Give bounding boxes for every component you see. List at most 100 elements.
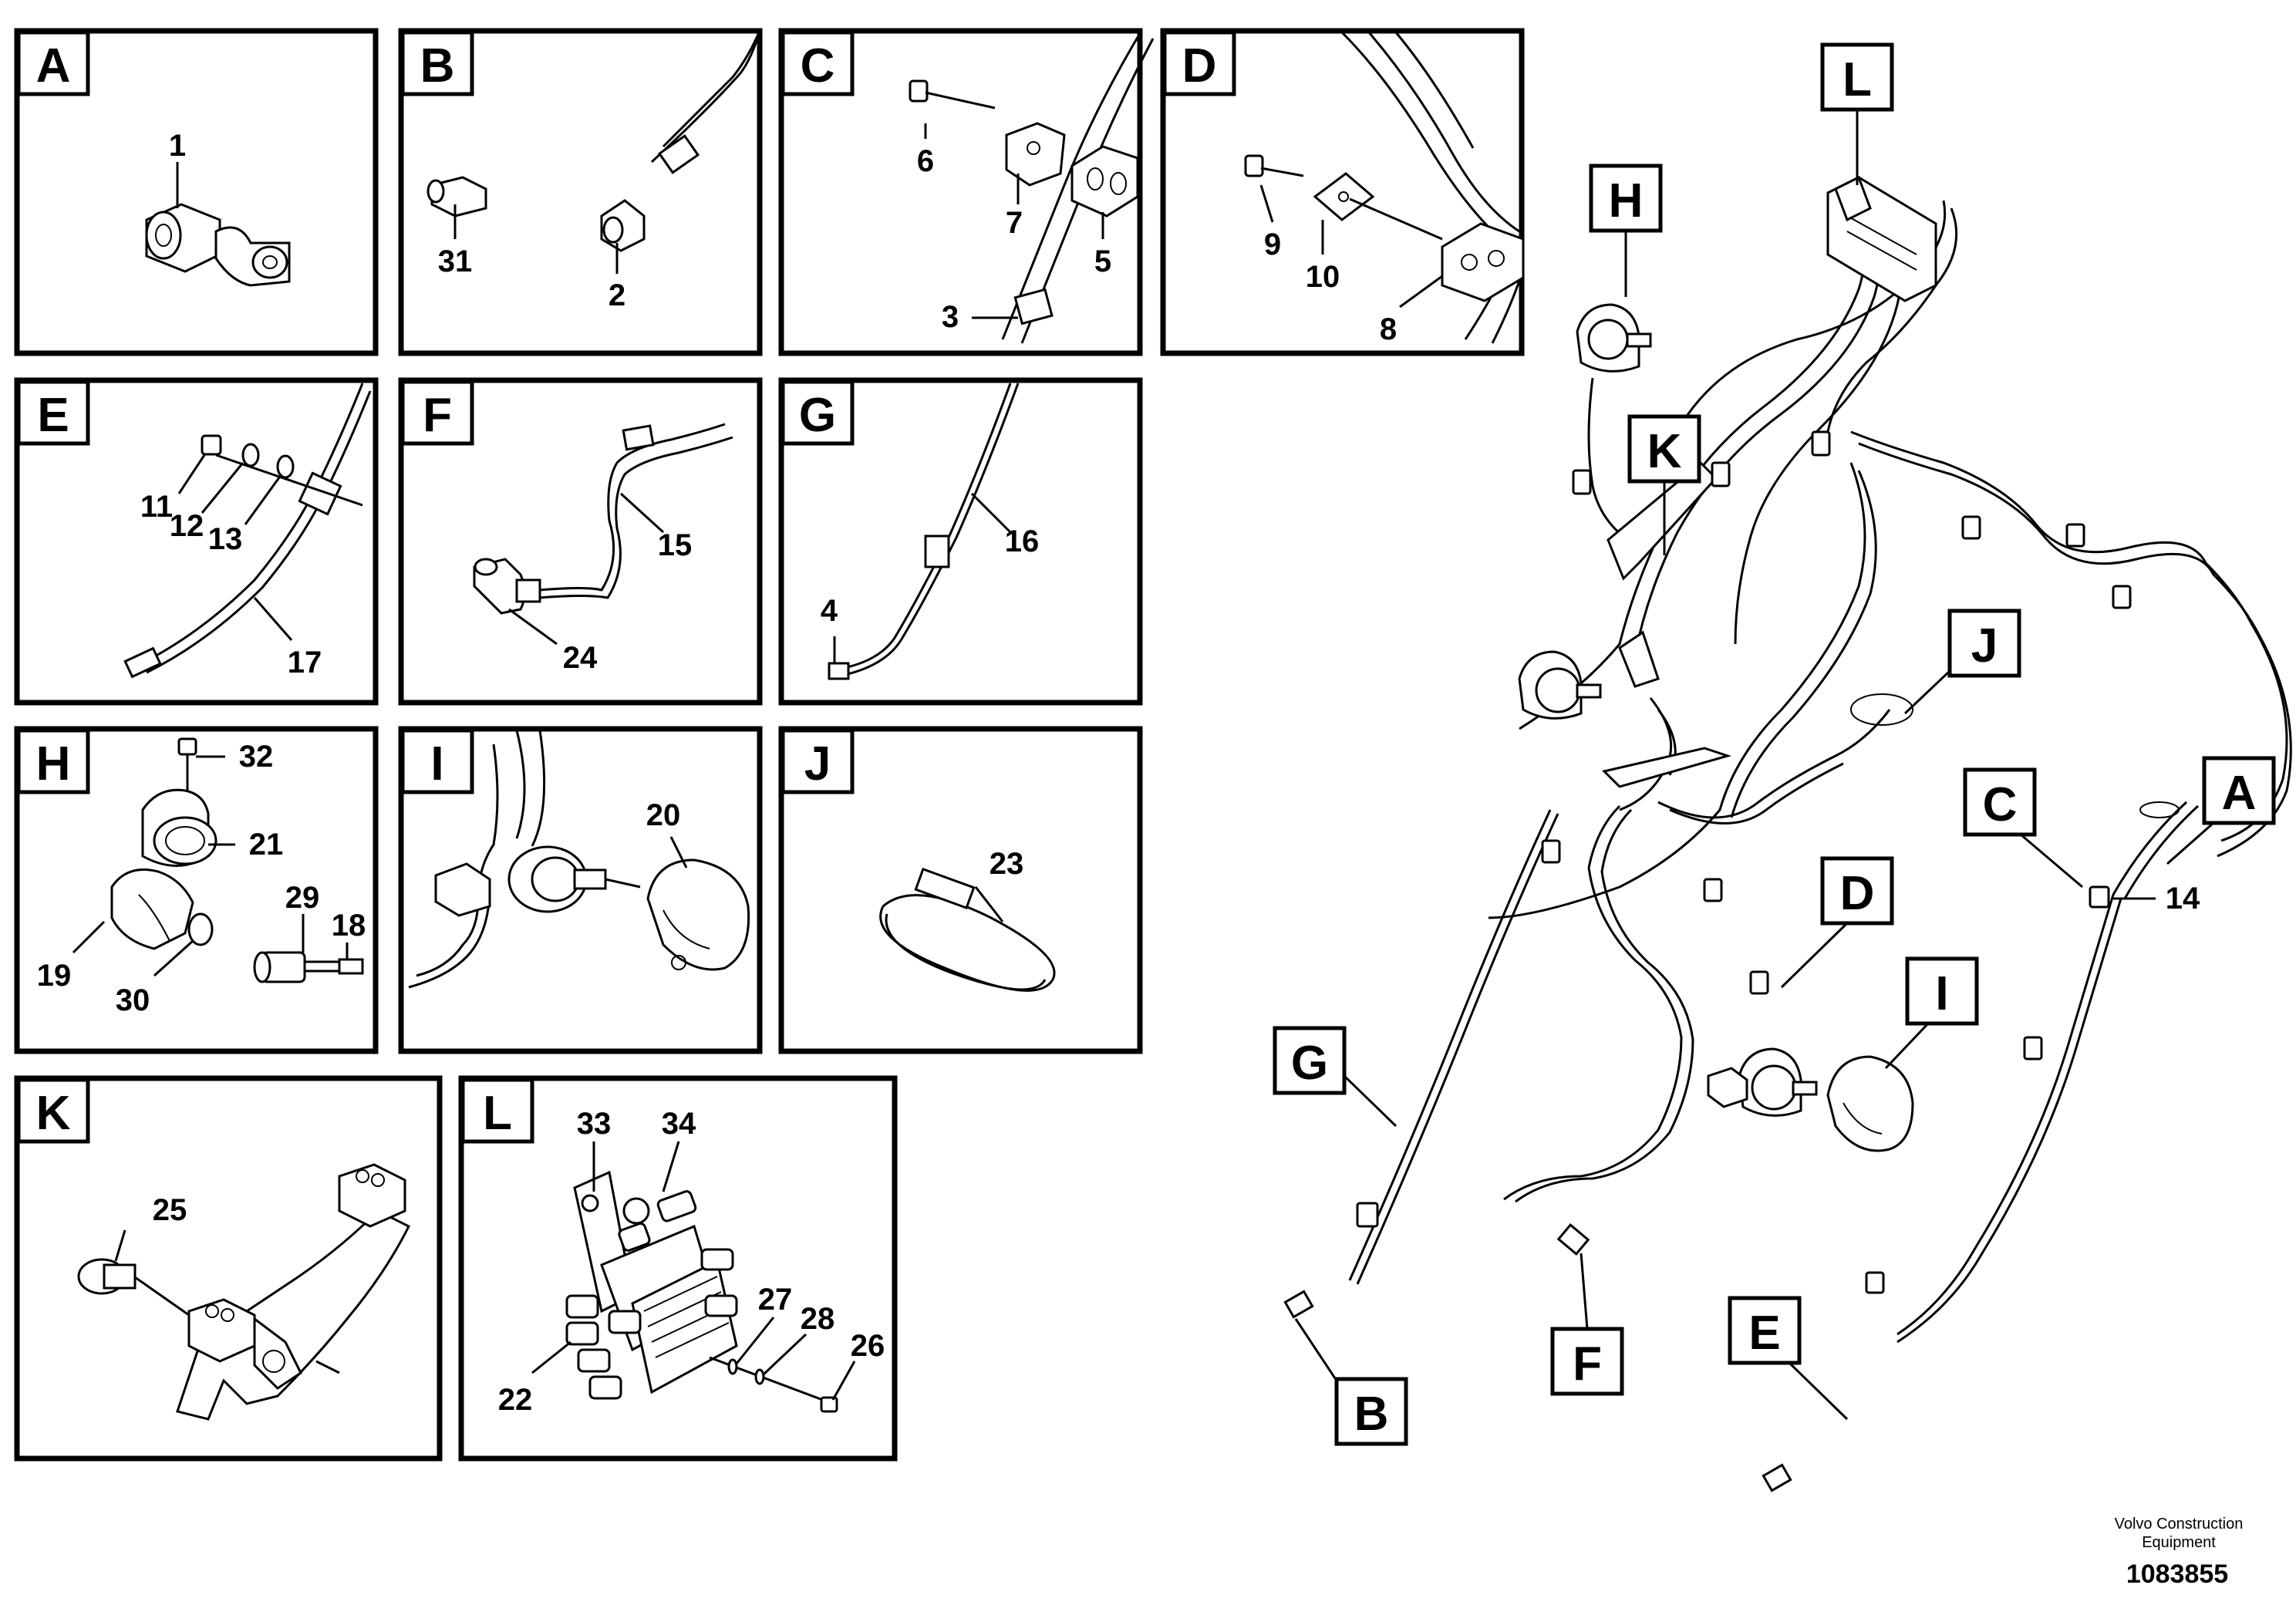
part-number-24: 24	[563, 641, 598, 675]
part-number-31: 31	[438, 244, 473, 278]
pipe-icon	[650, 30, 761, 174]
panel-k: K 25	[14, 1075, 443, 1462]
bracket-icon	[176, 1209, 411, 1421]
panel-e-tag: E	[37, 389, 69, 442]
panel-h: H 32 21 29 18 19 30	[14, 726, 379, 1054]
washer-icon	[241, 443, 295, 479]
screw-icon	[909, 79, 996, 110]
panel-c: C 6 7 5 3	[778, 28, 1155, 356]
bracket-clamp-icon	[110, 868, 214, 950]
panel-b-tag: B	[420, 39, 455, 93]
panel-g: G 16 4	[778, 377, 1143, 706]
panel-a: A 1	[14, 28, 379, 356]
svg-text:I: I	[1935, 967, 1948, 1020]
panel-i: I 20	[398, 726, 763, 1054]
panel-d: D 9 10 8	[1160, 28, 1525, 356]
part-number-28: 28	[801, 1302, 835, 1336]
part-number-5: 5	[1094, 244, 1111, 278]
flange-bolt-icon	[77, 1258, 190, 1317]
screw-icon	[201, 434, 222, 456]
overview-tag-i: I	[1884, 956, 1979, 1070]
part-number-27: 27	[758, 1283, 793, 1317]
part-number-13: 13	[208, 522, 243, 556]
part-number-32: 32	[239, 740, 274, 774]
overview-tag-e: E	[1728, 1296, 1849, 1421]
panel-a-tag: A	[36, 39, 71, 93]
part-number-18: 18	[332, 909, 366, 943]
part-number-6: 6	[917, 144, 934, 178]
nipple-fitting-icon	[426, 176, 487, 218]
overview-tag-j: J	[1903, 609, 2021, 715]
hose-clamp-block-icon	[1441, 222, 1525, 302]
part-number-19: 19	[37, 959, 72, 993]
panel-f: F 15 24	[398, 377, 763, 706]
brake-line-harness-icon	[1348, 196, 2292, 1344]
part-number-17: 17	[288, 646, 322, 679]
part-number-16: 16	[1005, 524, 1040, 558]
panel-h-tag: H	[36, 737, 71, 791]
part-number-30: 30	[116, 983, 150, 1017]
clamp-block-icon	[187, 1163, 406, 1363]
panel-g-tag: G	[799, 389, 836, 442]
part-number-11: 11	[140, 490, 173, 524]
panel-k-tag: K	[36, 1087, 71, 1140]
rubber-clamp-icon	[1070, 145, 1139, 218]
panel-e: E 11 12 13 17	[14, 377, 379, 706]
overview-tag-k: K	[1627, 414, 1701, 555]
bolt-icon	[1244, 154, 1304, 177]
svg-text:E: E	[1748, 1307, 1780, 1360]
part-number-10: 10	[1306, 260, 1340, 294]
brake-pipe-icon	[828, 383, 1020, 680]
panel-f-tag: F	[423, 389, 452, 442]
panel-l-tag: L	[483, 1087, 512, 1140]
part-number-7: 7	[1006, 206, 1023, 240]
part-number-4: 4	[821, 594, 838, 628]
svg-text:G: G	[1291, 1037, 1328, 1090]
panel-j: J 23	[778, 726, 1143, 1054]
rubber-bushing-icon	[141, 788, 217, 867]
panel-i-tag: I	[430, 737, 443, 791]
brand-line-2: Equipment	[2142, 1534, 2216, 1551]
brake-valve-icon	[1707, 1047, 1818, 1117]
part-number-1: 1	[169, 129, 186, 163]
svg-text:B: B	[1354, 1388, 1389, 1441]
panel-c-tag: C	[801, 39, 835, 93]
footer: Volvo Construction Equipment 1083855	[2115, 1516, 2244, 1589]
clamp-plate-icon	[1005, 122, 1066, 187]
part-number-9: 9	[1264, 228, 1281, 261]
brand-line-1: Volvo Construction	[2115, 1516, 2244, 1533]
part-number-23: 23	[990, 847, 1024, 881]
drawing-number: 1083855	[2126, 1560, 2228, 1589]
svg-text:L: L	[1843, 53, 1872, 106]
svg-text:K: K	[1647, 425, 1682, 478]
part-number-20: 20	[646, 798, 681, 832]
overview-tag-c: C	[1963, 767, 2083, 889]
bolt-icon	[177, 737, 197, 794]
mounting-clamp-icon	[646, 858, 750, 971]
overview-assembly: L H K J C A D	[1273, 42, 2292, 1492]
part-number-34: 34	[662, 1107, 696, 1141]
valve-manifold-icon	[565, 1170, 738, 1400]
washer-plate-icon	[1313, 172, 1443, 241]
panel-d-tag: D	[1182, 39, 1217, 93]
part-number-21: 21	[249, 828, 284, 862]
panel-l: L 33 34	[458, 1075, 898, 1462]
overview-tag-d: D	[1780, 856, 1894, 989]
part-number-8: 8	[1380, 312, 1397, 346]
part-number-25: 25	[153, 1193, 187, 1227]
manifold-block-icon	[1826, 175, 1937, 302]
elbow-fitting-icon	[473, 558, 541, 615]
overview-tag-g: G	[1273, 1026, 1397, 1128]
adapter-icon	[253, 951, 364, 983]
brake-valve-icon	[434, 845, 641, 917]
overview-tag-a: A	[2166, 756, 2276, 865]
svg-text:J: J	[1971, 619, 1998, 673]
mounting-clamp-icon	[1826, 1055, 1914, 1152]
part-number-12: 12	[170, 509, 204, 543]
part-number-29: 29	[285, 881, 320, 915]
bracket-icon	[1602, 460, 1732, 788]
adapter-fitting-icon	[600, 199, 646, 252]
part-number-22: 22	[498, 1383, 533, 1417]
pipe-icon	[539, 423, 733, 599]
